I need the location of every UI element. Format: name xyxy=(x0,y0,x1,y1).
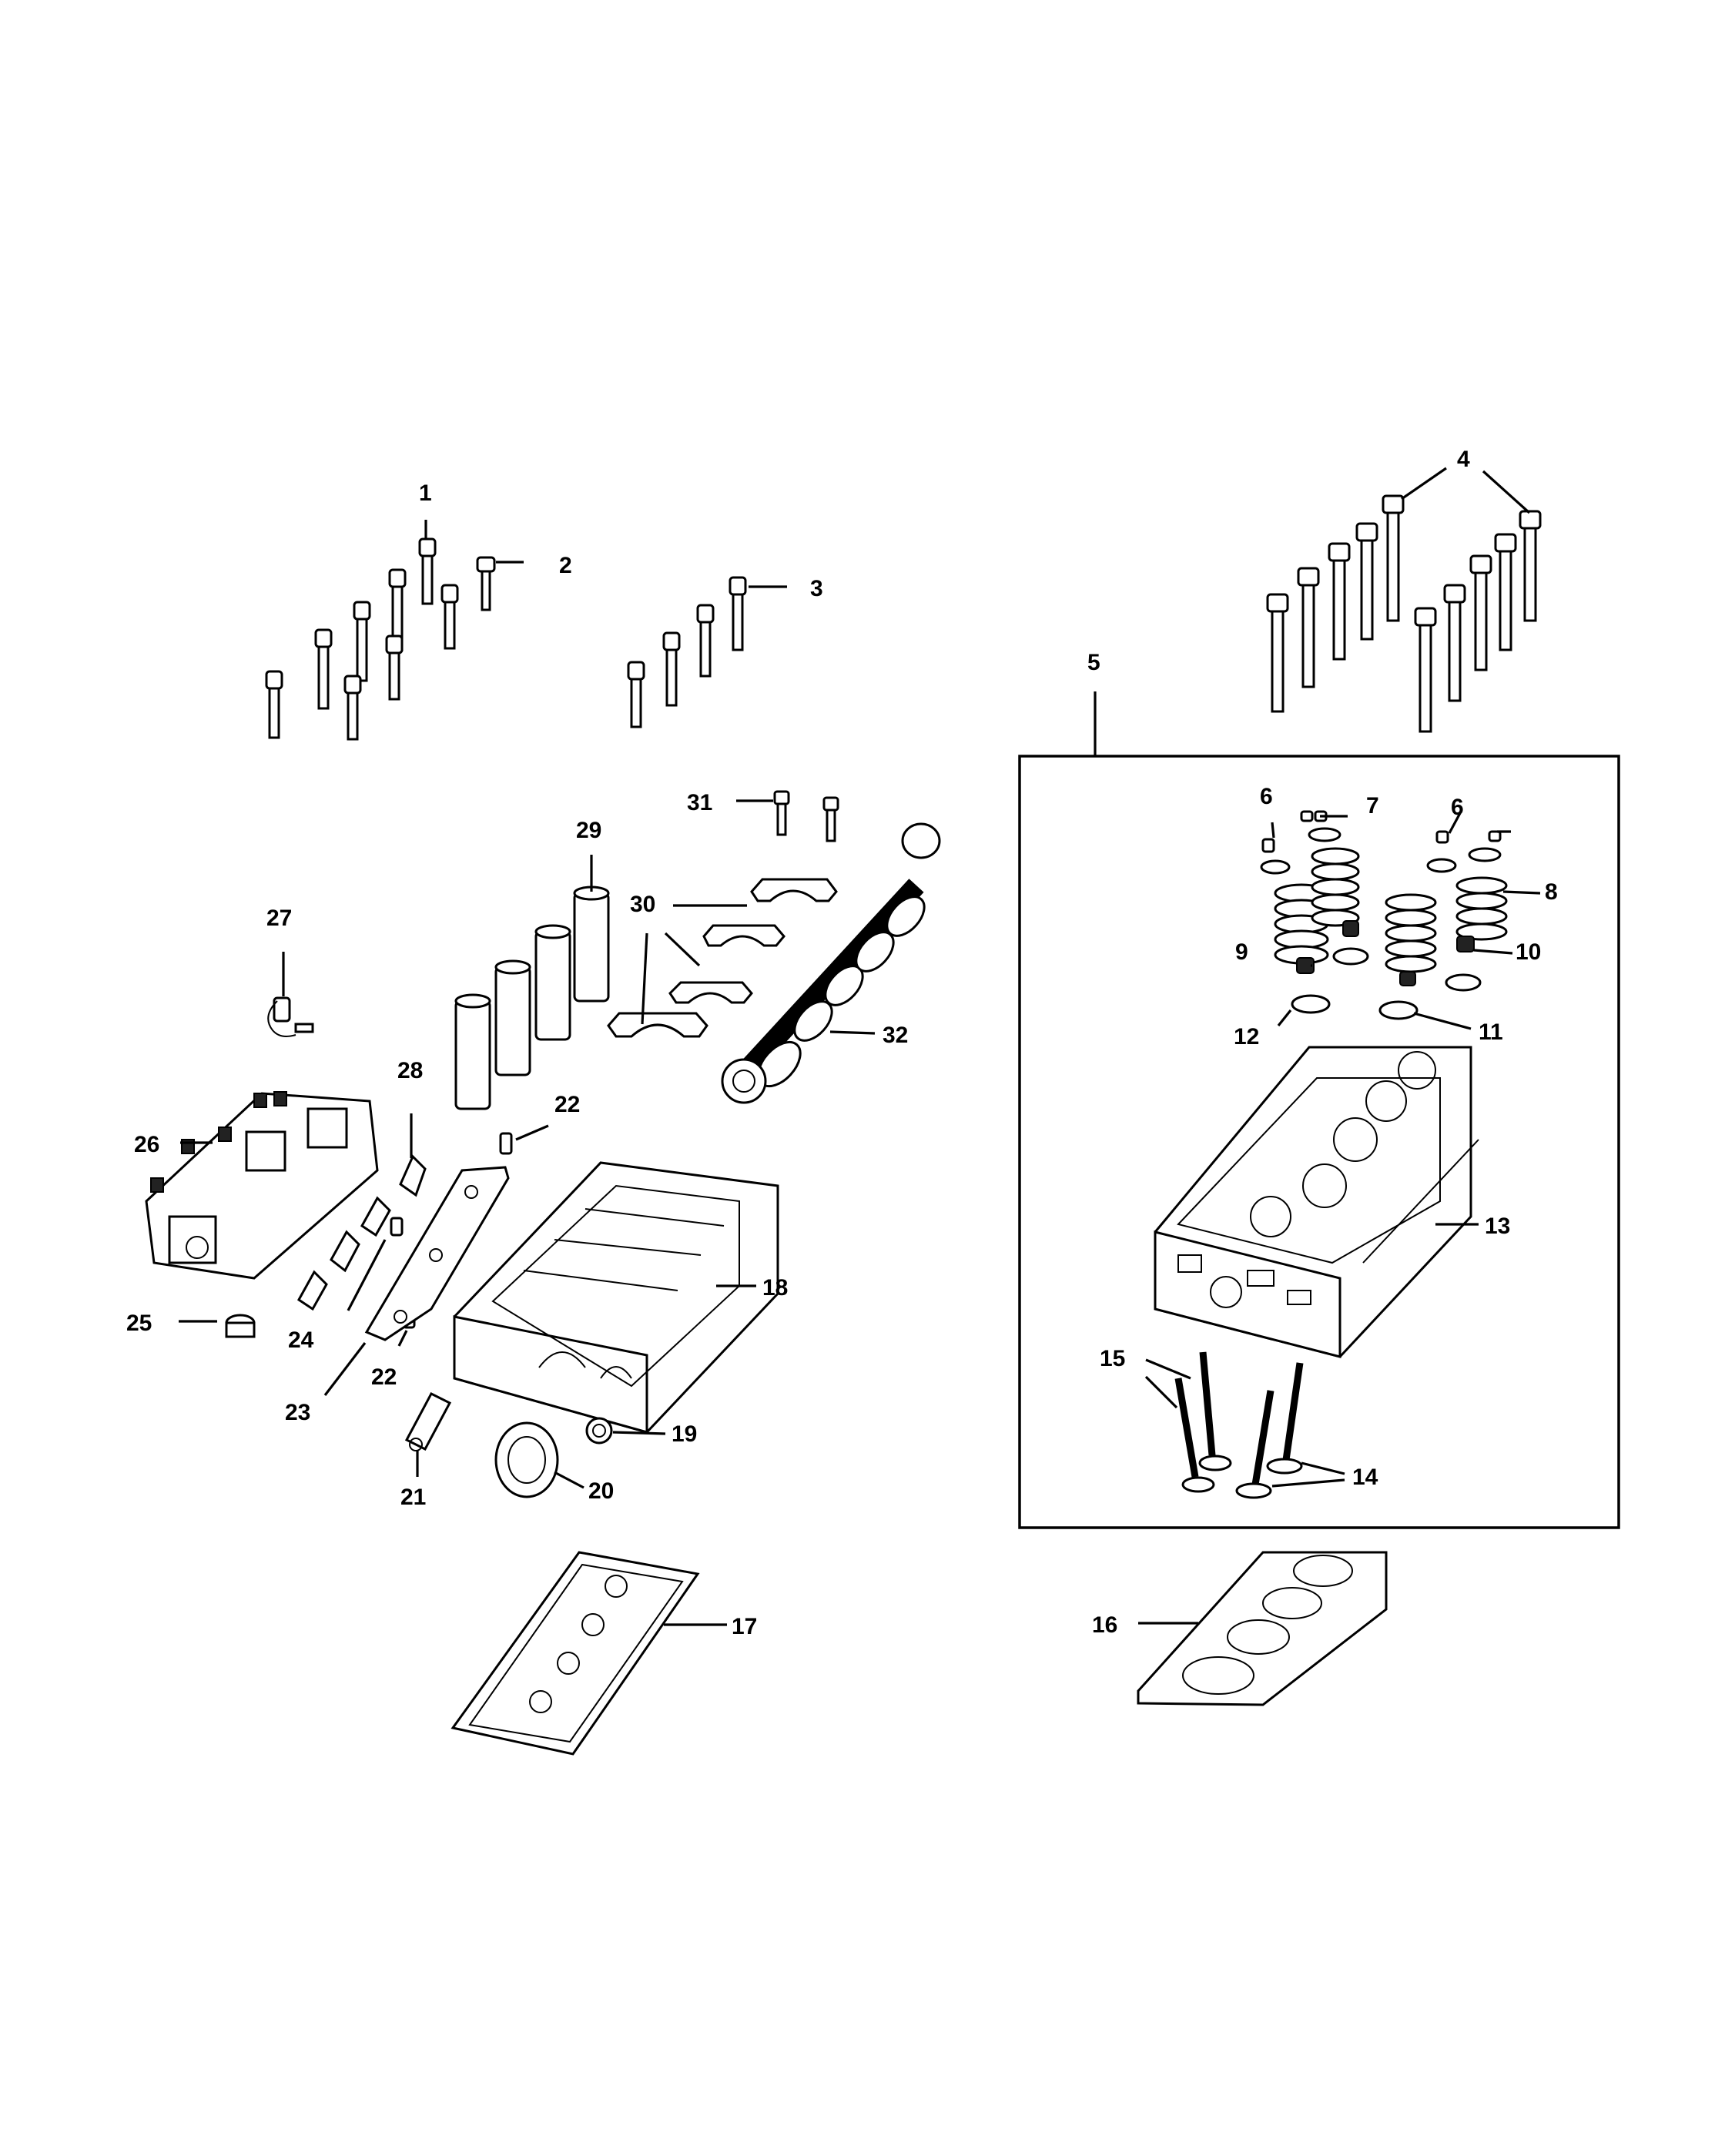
callout-17: 17 xyxy=(732,1614,757,1639)
callout-11: 11 xyxy=(1479,1019,1503,1045)
callout-10: 10 xyxy=(1516,939,1541,965)
bolt-group-31 xyxy=(773,790,839,842)
callout-2: 2 xyxy=(559,553,572,578)
valve-train-parts xyxy=(1260,810,1508,1020)
sensor-27 xyxy=(267,996,314,1037)
tube-21 xyxy=(404,1392,452,1451)
dowel-22-upper xyxy=(499,1132,513,1155)
callout-1: 1 xyxy=(419,480,432,506)
callout-32: 32 xyxy=(883,1023,908,1048)
callout-15: 15 xyxy=(1100,1346,1125,1371)
head-gasket xyxy=(1137,1551,1388,1706)
callout-22-upper: 22 xyxy=(554,1092,580,1117)
valves xyxy=(1174,1351,1304,1499)
callout-7: 7 xyxy=(1366,793,1379,819)
callout-23: 23 xyxy=(285,1400,310,1425)
tappets xyxy=(454,886,610,1110)
finger-followers xyxy=(297,1154,427,1311)
camshaft-32 xyxy=(721,822,941,1104)
callout-5: 5 xyxy=(1087,650,1100,675)
callout-22-lower: 22 xyxy=(371,1364,397,1390)
callout-6-right: 6 xyxy=(1451,795,1464,820)
callout-28: 28 xyxy=(397,1058,423,1083)
callout-27: 27 xyxy=(266,906,292,931)
seal-strip xyxy=(364,1166,510,1341)
valve-kit-box xyxy=(1018,755,1620,1529)
callout-31: 31 xyxy=(687,790,712,815)
cover-gasket xyxy=(451,1551,700,1756)
callout-9: 9 xyxy=(1235,939,1248,965)
bolt-group-1 xyxy=(265,537,496,741)
camshaft-carrier xyxy=(453,1161,779,1434)
callout-19: 19 xyxy=(672,1421,697,1447)
callout-14: 14 xyxy=(1352,1465,1378,1490)
callout-26: 26 xyxy=(134,1132,159,1157)
callout-29: 29 xyxy=(576,818,601,843)
callout-24: 24 xyxy=(288,1327,314,1353)
bolt-group-3 xyxy=(627,576,747,728)
callout-4: 4 xyxy=(1457,447,1470,472)
oil-seal-20 xyxy=(494,1421,559,1498)
head-bolt-group-4 xyxy=(1266,494,1542,733)
callout-13: 13 xyxy=(1485,1214,1510,1239)
callout-25: 25 xyxy=(126,1311,152,1336)
cylinder-head xyxy=(1154,1046,1479,1358)
callout-20: 20 xyxy=(588,1478,614,1504)
callout-30: 30 xyxy=(630,892,655,917)
plug-19 xyxy=(585,1417,613,1445)
callout-12: 12 xyxy=(1234,1024,1259,1050)
callout-21: 21 xyxy=(400,1485,426,1510)
callout-18: 18 xyxy=(762,1275,788,1301)
callout-3: 3 xyxy=(810,576,823,601)
callout-8: 8 xyxy=(1545,879,1558,905)
callout-16: 16 xyxy=(1092,1612,1117,1638)
bearing-caps xyxy=(607,878,838,1038)
callout-6-left: 6 xyxy=(1260,784,1273,809)
